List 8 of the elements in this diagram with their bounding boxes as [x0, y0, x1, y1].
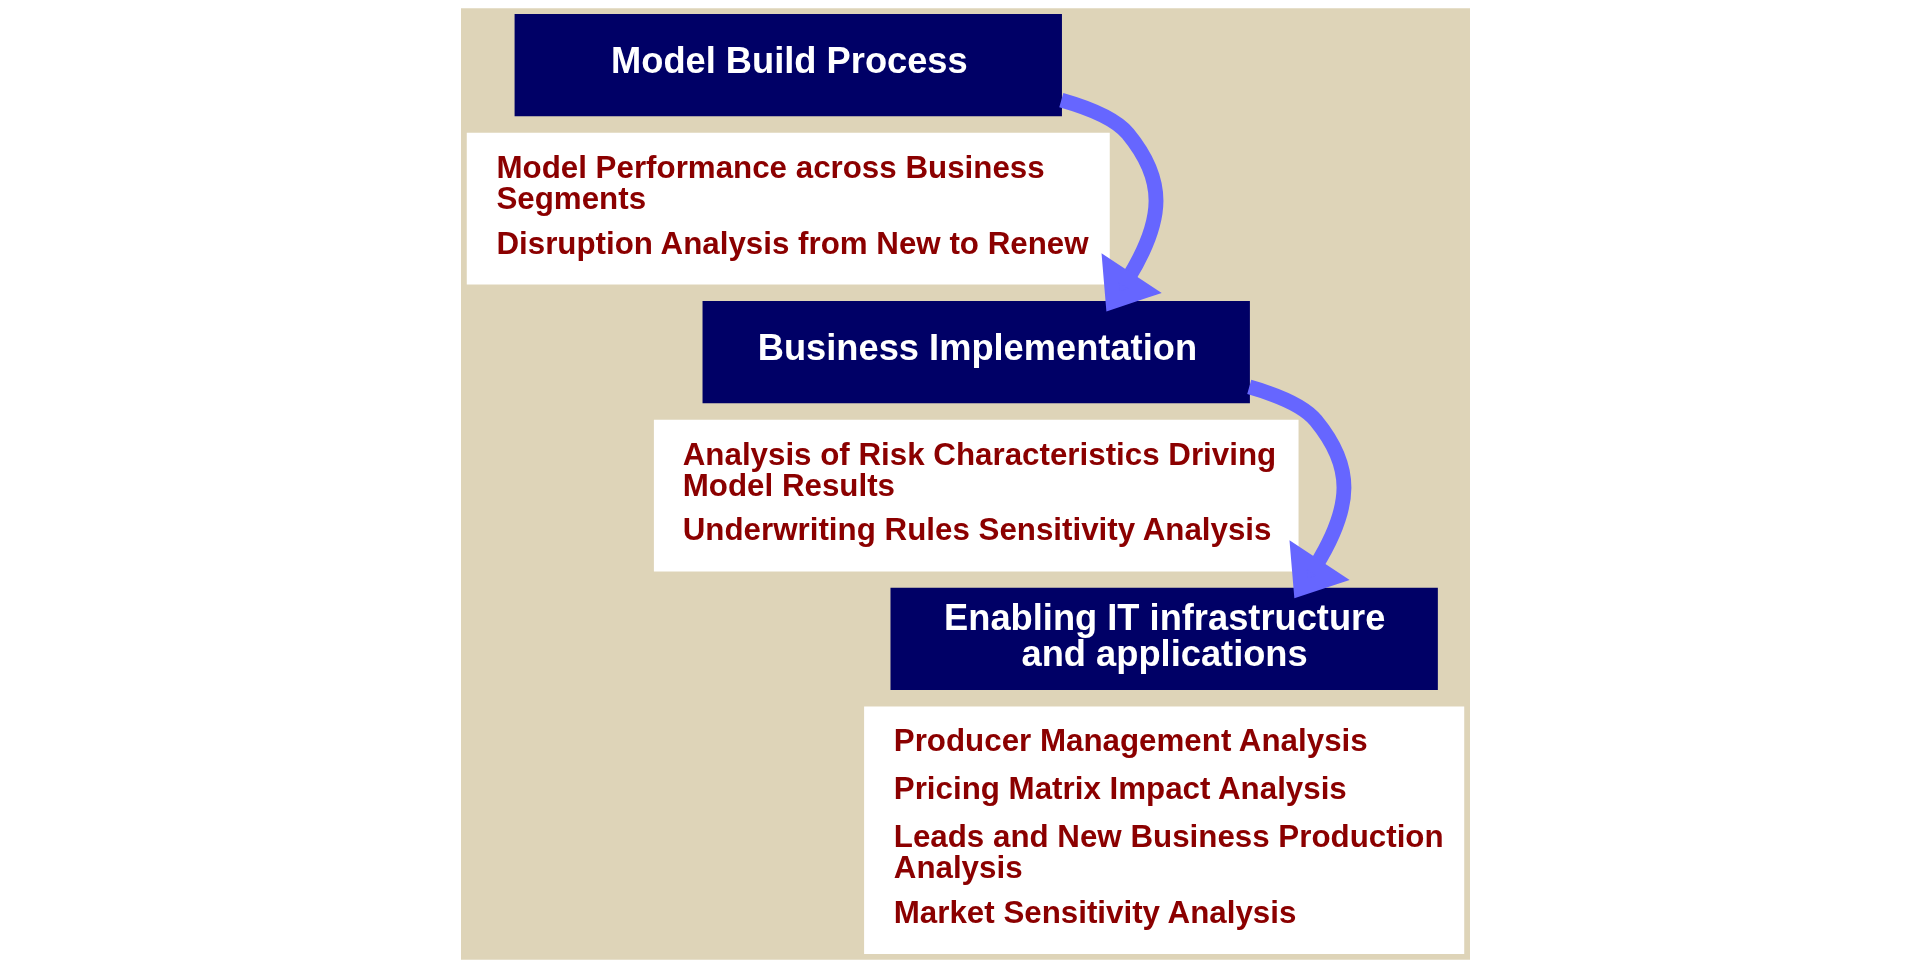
node-box: Model Performance across Business Segments Disruption Analysis from New to Renew	[466, 132, 1110, 285]
node-box: Business Implementation	[702, 301, 1250, 404]
node-box: Model Build Process	[514, 14, 1062, 117]
node-box: Producer Management Analysis Pricing Matrix Impact Analysis Leads and New Business Production Analysis Market Sensitivity Analysis	[863, 706, 1464, 954]
node-box: Analysis of Risk Characteristics Driving Model Results Underwriting Rules Sensitivity Analysis	[653, 419, 1299, 572]
arrow	[1246, 379, 1351, 599]
arrow	[1058, 93, 1163, 312]
node-box: Enabling IT infrastructure and applications	[890, 587, 1438, 691]
